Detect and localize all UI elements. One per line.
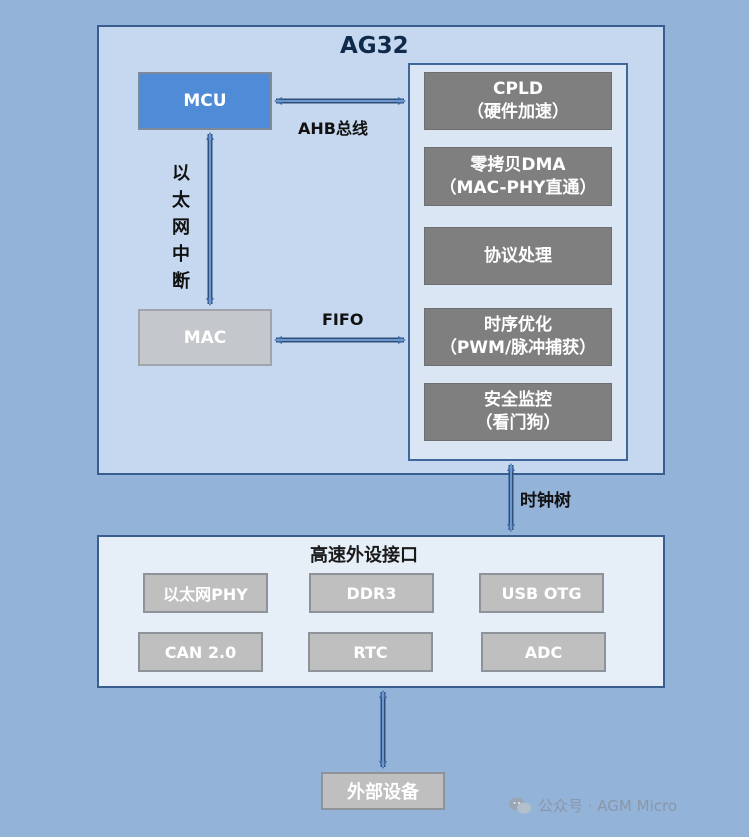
function-line1: 零拷贝DMA	[470, 154, 566, 175]
function-block-security: 安全监控 （看门狗）	[424, 383, 612, 441]
function-block-cpld: CPLD （硬件加速）	[424, 72, 612, 130]
chip-ethernet-phy: 以太网PHY	[143, 573, 268, 613]
function-line1: 安全监控	[484, 390, 552, 410]
watermark: 公众号 · AGM Micro	[508, 795, 677, 816]
function-line2: （硬件加速）	[467, 102, 569, 122]
diagram-title: AG32	[340, 33, 409, 59]
chip-adc: ADC	[481, 632, 606, 672]
chip-can: CAN 2.0	[138, 632, 263, 672]
mac-block: MAC	[138, 309, 272, 366]
function-line2: （PWM/脉冲捕获）	[439, 338, 597, 358]
function-block-dma: 零拷贝DMA （MAC-PHY直通）	[424, 147, 612, 206]
chip-ddr3: DDR3	[309, 573, 434, 613]
function-line1: 时序优化	[484, 315, 552, 335]
clock-tree-label: 时钟树	[520, 491, 571, 511]
function-line1: CPLD	[493, 79, 543, 99]
chip-rtc: RTC	[308, 632, 433, 672]
watermark-text: 公众号 · AGM Micro	[538, 797, 678, 815]
chip-usb-otg: USB OTG	[479, 573, 604, 613]
ahb-bus-label: AHB总线	[298, 119, 368, 138]
ethernet-interrupt-label: 以太网中断	[172, 163, 190, 292]
function-line1: 协议处理	[484, 245, 552, 266]
function-line2: （看门狗）	[475, 413, 561, 433]
peripheral-title: 高速外设接口	[310, 545, 418, 566]
wechat-icon	[509, 797, 531, 813]
function-line2: （MAC-PHY直通）	[439, 177, 597, 198]
external-device-block: 外部设备	[321, 772, 445, 810]
mcu-block: MCU	[138, 72, 272, 130]
function-block-protocol: 协议处理	[424, 227, 612, 285]
fifo-label: FIFO	[322, 310, 364, 329]
function-block-timing: 时序优化 （PWM/脉冲捕获）	[424, 308, 612, 366]
